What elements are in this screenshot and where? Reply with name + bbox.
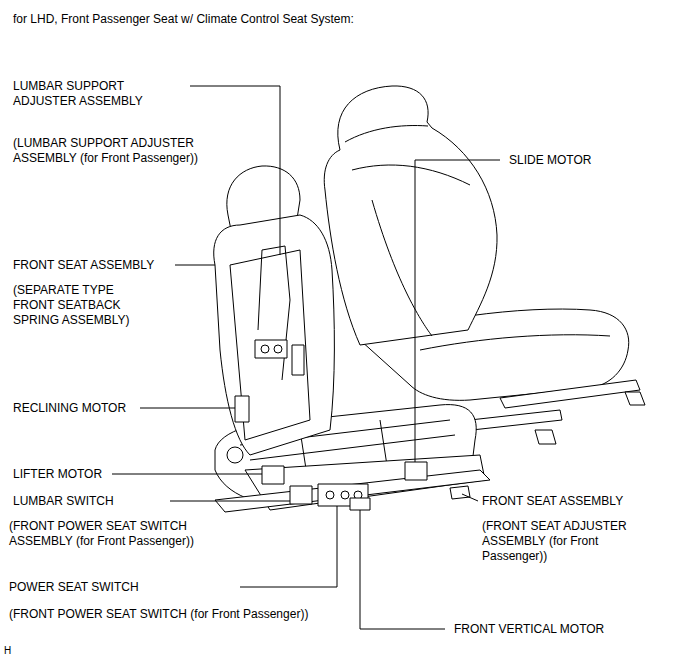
lumbar-pad-hole <box>261 345 269 353</box>
headrest-seam <box>345 126 428 142</box>
slide-motor <box>405 462 427 480</box>
seat-rail <box>470 410 562 430</box>
lumbar-wire <box>258 246 290 380</box>
part-label: LUMBAR SWITCH <box>13 494 114 509</box>
recliner-hub <box>227 447 243 463</box>
switch-knob <box>341 491 349 499</box>
backrest-seam <box>372 200 432 336</box>
part-label: (FRONT SEAT ADJUSTER ASSEMBLY (for Front… <box>482 519 637 564</box>
page-title: for LHD, Front Passenger Seat w/ Climate… <box>13 12 354 27</box>
sheet-code: H <box>4 643 11 658</box>
lumbar-pad-hole <box>274 345 282 353</box>
lumbar-switch <box>290 486 312 504</box>
part-label: (LUMBAR SUPPORT ADJUSTER ASSEMBLY (for F… <box>13 136 203 166</box>
leader-line <box>190 86 280 255</box>
seat-rail <box>500 380 640 408</box>
seat-foot <box>625 392 645 405</box>
part-label: RECLINING MOTOR <box>13 401 126 416</box>
switch-knob <box>326 491 334 499</box>
leader-line <box>175 265 215 266</box>
part-label: POWER SEAT SWITCH <box>9 580 139 595</box>
seat-cushion-seam <box>420 335 610 350</box>
leader-line <box>360 510 445 629</box>
part-label: LIFTER MOTOR <box>13 467 102 482</box>
lumbar-motor <box>292 345 304 375</box>
seat-rail <box>215 470 490 512</box>
seat-backrest <box>324 86 497 345</box>
seatback-frame <box>214 215 335 455</box>
part-label: (FRONT POWER SEAT SWITCH ASSEMBLY (for F… <box>9 519 195 549</box>
leader-line <box>462 494 478 501</box>
leader-line <box>170 501 290 502</box>
seatback-inner-frame <box>230 250 310 440</box>
part-label: FRONT SEAT ASSEMBLY <box>13 258 154 273</box>
reclining-motor <box>235 396 249 422</box>
part-label: FRONT VERTICAL MOTOR <box>454 622 604 637</box>
front-vertical-motor <box>350 498 370 510</box>
part-label: (SEPARATE TYPE FRONT SEATBACK SPRING ASS… <box>13 283 135 328</box>
lumbar-pad <box>255 340 287 358</box>
lifter-motor <box>262 466 284 484</box>
seat-foot <box>535 430 556 444</box>
leader-line <box>240 506 337 587</box>
leader-line <box>112 474 262 475</box>
part-label: (FRONT POWER SEAT SWITCH (for Front Pass… <box>9 607 308 622</box>
part-label: SLIDE MOTOR <box>509 153 591 168</box>
part-label: LUMBAR SUPPORT ADJUSTER ASSEMBLY <box>13 79 153 109</box>
seat-foot <box>450 486 470 499</box>
leader-line <box>415 160 500 462</box>
backrest-seam <box>352 165 470 185</box>
part-label: FRONT SEAT ASSEMBLY <box>482 494 623 509</box>
leader-line <box>140 408 235 409</box>
